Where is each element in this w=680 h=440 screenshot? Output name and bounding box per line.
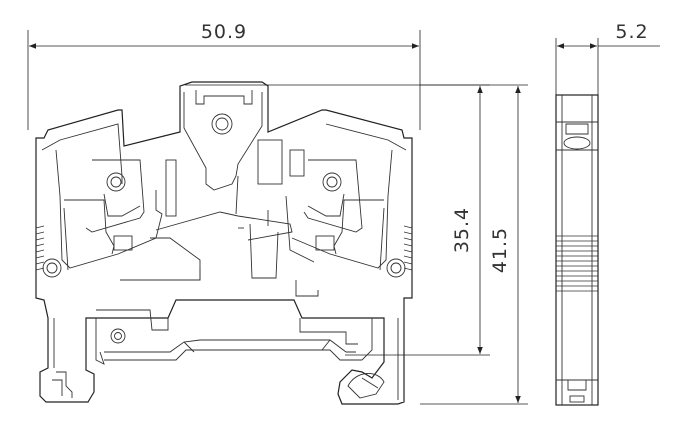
height-inner-label: 35.4 <box>451 207 473 253</box>
side-ribbing <box>556 235 598 292</box>
depth-dimension: 5.2 <box>555 21 660 95</box>
height-outer-label: 41.5 <box>489 227 511 273</box>
depth-dimension-label: 5.2 <box>615 21 648 43</box>
height-dimension-outer: 41.5 <box>420 84 528 405</box>
terminal-block-side-view <box>555 94 599 406</box>
width-dimension-label: 50.9 <box>201 21 247 43</box>
width-dimension: 50.9 <box>27 21 421 130</box>
terminal-block-front-view <box>35 81 413 405</box>
height-dimension-inner: 35.4 <box>185 84 490 356</box>
